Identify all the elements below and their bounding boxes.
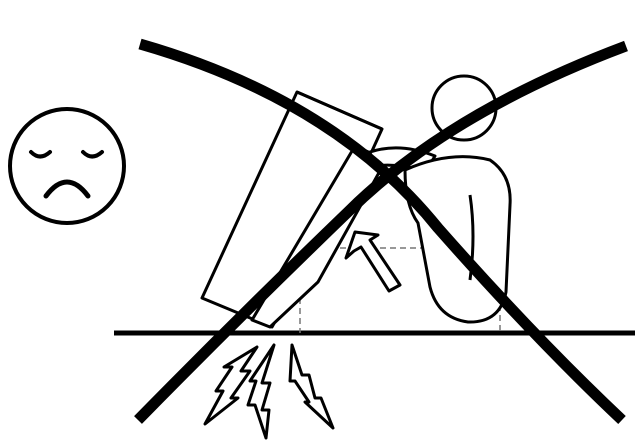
lift-arrow-icon [346, 232, 400, 291]
sad-face-icon [10, 109, 124, 223]
prohibition-x-icon [138, 44, 626, 420]
impact-lightning-icon [205, 345, 333, 438]
